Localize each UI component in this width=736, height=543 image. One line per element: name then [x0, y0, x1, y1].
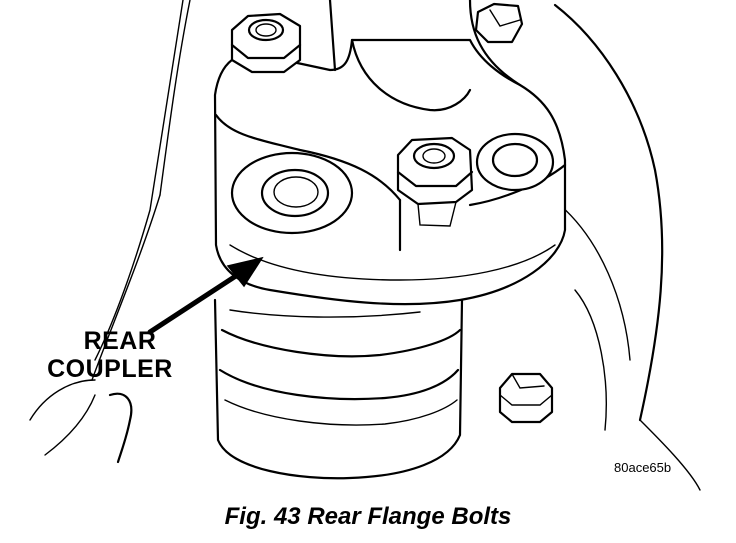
flange-bolt-top-right — [474, 2, 524, 44]
figure-caption: Fig. 43 Rear Flange Bolts — [224, 503, 512, 530]
housing-outline — [29, 0, 701, 491]
flange-bolt-center — [396, 136, 474, 227]
callout-arrow — [147, 256, 264, 335]
housing-bolt-lower-right — [498, 372, 554, 424]
rear-coupler-flange — [213, 0, 567, 306]
flange-bolt-top-left — [230, 12, 302, 74]
drive-shaft-tube — [213, 298, 464, 480]
image-code: 80ace65b — [614, 460, 672, 475]
callout-label-line1: REAR — [83, 327, 157, 355]
callout-label-line2: COUPLER — [47, 355, 173, 383]
